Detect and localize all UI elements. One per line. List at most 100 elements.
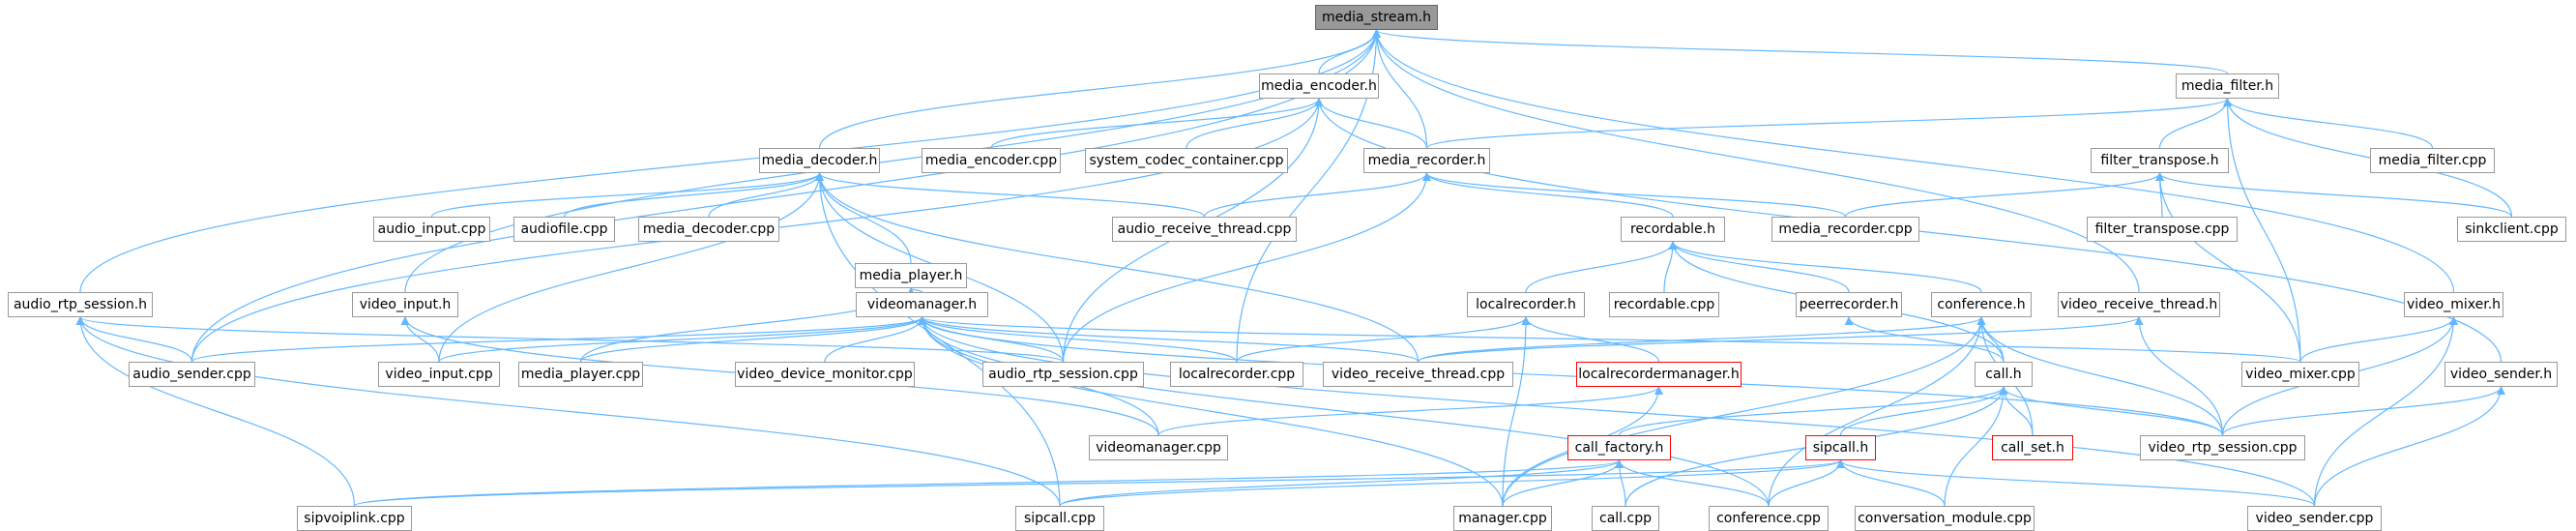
edge-manager-cpp-to-localrecorder-h <box>1502 316 1531 507</box>
node-localrecorder-cpp[interactable]: localrecorder.cpp <box>1170 362 1303 387</box>
node-media-filter-h[interactable]: media_filter.h <box>2176 74 2279 99</box>
edge-recordable-h-to-media-recorder-h <box>1422 172 1674 218</box>
edge-sipcall-h-to-call-h <box>1839 386 2008 436</box>
node-video-sender-cpp[interactable]: video_sender.cpp <box>2247 506 2382 531</box>
edge-video-input-cpp-to-videomanager-h <box>438 316 926 363</box>
node-media-recorder-cpp[interactable]: media_recorder.cpp <box>1771 217 1919 242</box>
node-video-mixer-cpp[interactable]: video_mixer.cpp <box>2241 362 2359 387</box>
node-localrecordermanager-h[interactable]: localrecordermanager.h <box>1576 362 1742 387</box>
edge-video-input-cpp-to-media-decoder-h <box>438 172 824 363</box>
node-call-set-h[interactable]: call_set.h <box>1992 435 2073 460</box>
edge-video-mixer-cpp-to-filter-transpose-h <box>2155 172 2301 363</box>
edge-video-rtp-session-cpp-to-call-h <box>1999 386 2224 436</box>
edge-video-sender-cpp-to-video-sender-h <box>2313 386 2505 507</box>
edge-conference-h-to-recordable-h <box>1668 241 1982 293</box>
node-videomanager-cpp[interactable]: videomanager.cpp <box>1089 435 1228 460</box>
edge-sipcall-cpp-to-call-factory-h <box>1059 459 1624 507</box>
edge-audio-receive-thread-cpp-to-media-recorder-h <box>1203 172 1431 218</box>
node-audiofile-cpp[interactable]: audiofile.cpp <box>513 217 615 242</box>
node-video-rtp-session-cpp[interactable]: video_rtp_session.cpp <box>2140 435 2305 460</box>
edge-audio-receive-thread-cpp-to-media-decoder-h <box>815 172 1206 218</box>
edge-conference-cpp-to-conference-h <box>1768 316 1986 507</box>
edge-media-encoder-cpp-to-media-encoder-h <box>990 98 1324 149</box>
node-conference-cpp[interactable]: conference.cpp <box>1709 506 1829 531</box>
edge-media-recorder-h-to-media-stream-h <box>1372 29 1428 149</box>
node-audio-sender-cpp[interactable]: audio_sender.cpp <box>129 362 255 387</box>
edge-conference-cpp-to-sipcall-h <box>1768 459 1845 507</box>
edge-video-rtp-session-cpp-to-video-sender-h <box>2221 386 2505 436</box>
edge-conference-cpp-to-call-factory-h <box>1615 459 1770 507</box>
node-localrecorder-h[interactable]: localrecorder.h <box>1467 292 1585 317</box>
edge-video-sender-cpp-to-video-mixer-h <box>2313 316 2458 507</box>
edge-localrecorder-h-to-recordable-h <box>1525 241 1678 293</box>
edge-call-factory-h-to-call-h <box>1618 386 2008 436</box>
edge-video-receive-thread-h-to-media-stream-h <box>1372 29 2140 293</box>
edge-video-mixer-h-to-media-stream-h <box>1372 29 2455 293</box>
node-call-h[interactable]: call.h <box>1975 362 2033 387</box>
node-video-receive-thread-cpp[interactable]: video_receive_thread.cpp <box>1323 362 1513 387</box>
node-video-mixer-h[interactable]: video_mixer.h <box>2404 292 2503 317</box>
edge-media-player-h-to-media-decoder-h <box>815 172 912 264</box>
node-media-player-cpp[interactable]: media_player.cpp <box>518 362 643 387</box>
edge-sinkclient-cpp-to-media-filter-h <box>2223 98 2513 218</box>
edge-video-receive-thread-cpp-to-conference-h <box>1417 316 1986 363</box>
node-media-encoder-h[interactable]: media_encoder.h <box>1259 74 1379 99</box>
node-sipcall-h[interactable]: sipcall.h <box>1805 435 1876 460</box>
edge-audio-rtp-session-cpp-to-media-recorder-h <box>1062 172 1431 363</box>
node-media-recorder-h[interactable]: media_recorder.h <box>1363 148 1490 173</box>
node-conversation-module-cpp[interactable]: conversation_module.cpp <box>1855 506 2034 531</box>
edge-videomanager-cpp-to-localrecordermanager-h <box>1157 386 1663 436</box>
edge-sipcall-cpp-to-sipcall-h <box>1059 459 1845 507</box>
node-video-device-monitor-cpp[interactable]: video_device_monitor.cpp <box>735 362 915 387</box>
edge-sipvoiplink-cpp-to-sipcall-h <box>353 459 1845 507</box>
node-video-input-cpp[interactable]: video_input.cpp <box>378 362 500 387</box>
edge-media-recorder-cpp-to-media-recorder-h <box>1422 172 1847 218</box>
node-media-filter-cpp[interactable]: media_filter.cpp <box>2370 148 2495 173</box>
edge-peerrecorder-h-to-recordable-h <box>1668 241 1850 293</box>
node-filter-transpose-h[interactable]: filter_transpose.h <box>2091 148 2229 173</box>
node-call-factory-h[interactable]: call_factory.h <box>1567 435 1671 460</box>
node-sipcall-cpp[interactable]: sipcall.cpp <box>1015 506 1104 531</box>
node-audio-rtp-session-cpp[interactable]: audio_rtp_session.cpp <box>982 362 1144 387</box>
node-video-receive-thread-h[interactable]: video_receive_thread.h <box>2058 292 2220 317</box>
node-media-decoder-cpp[interactable]: media_decoder.cpp <box>638 217 779 242</box>
edge-video-rtp-session-cpp-to-video-receive-thread-h <box>2134 316 2224 436</box>
node-system-codec-container-cpp[interactable]: system_codec_container.cpp <box>1085 148 1288 173</box>
edge-media-decoder-cpp-to-media-decoder-h <box>708 172 824 218</box>
edge-call-h-to-peerrecorder-h <box>1844 316 2005 363</box>
node-sinkclient-cpp[interactable]: sinkclient.cpp <box>2457 217 2566 242</box>
edge-media-filter-h-to-media-stream-h <box>1372 29 2229 74</box>
node-media-decoder-h[interactable]: media_decoder.h <box>759 148 880 173</box>
node-manager-cpp[interactable]: manager.cpp <box>1453 506 1552 531</box>
node-videomanager-h[interactable]: videomanager.h <box>856 292 988 317</box>
node-audio-input-cpp[interactable]: audio_input.cpp <box>373 217 490 242</box>
node-sipvoiplink-cpp[interactable]: sipvoiplink.cpp <box>297 506 412 531</box>
edge-audio-sender-cpp-to-videomanager-h <box>190 316 926 363</box>
node-media-player-h[interactable]: media_player.h <box>855 263 967 288</box>
node-call-cpp[interactable]: call.cpp <box>1592 506 1659 531</box>
node-audio-rtp-session-h[interactable]: audio_rtp_session.h <box>8 292 153 317</box>
edge-conversation-module-cpp-to-call-h <box>1944 386 2008 507</box>
edge-sipcall-cpp-to-audio-rtp-session-h <box>75 316 1061 507</box>
edge-media-recorder-h-to-media-encoder-h <box>1314 98 1428 149</box>
node-media-stream-h[interactable]: media_stream.h <box>1315 5 1438 30</box>
node-recordable-cpp[interactable]: recordable.cpp <box>1609 292 1719 317</box>
edge-video-receive-thread-cpp-to-videomanager-h <box>918 316 1420 363</box>
node-conference-h[interactable]: conference.h <box>1931 292 2032 317</box>
edge-audiofile-cpp-to-media-decoder-h <box>563 172 824 218</box>
edge-conference-cpp-to-videomanager-h <box>918 316 1770 507</box>
edge-video-sender-cpp-to-sipcall-h <box>1836 459 2316 507</box>
node-audio-receive-thread-cpp[interactable]: audio_receive_thread.cpp <box>1112 217 1297 242</box>
edge-sipvoiplink-cpp-to-call-factory-h <box>353 459 1624 507</box>
node-media-encoder-cpp[interactable]: media_encoder.cpp <box>922 148 1061 173</box>
node-recordable-h[interactable]: recordable.h <box>1621 217 1725 242</box>
edge-manager-cpp-to-videomanager-h <box>918 316 1504 507</box>
node-filter-transpose-cpp[interactable]: filter_transpose.cpp <box>2087 217 2238 242</box>
edge-video-mixer-cpp-to-media-filter-h <box>2223 98 2301 363</box>
node-peerrecorder-h[interactable]: peerrecorder.h <box>1796 292 1902 317</box>
node-video-input-h[interactable]: video_input.h <box>352 292 458 317</box>
edge-sipvoiplink-cpp-to-audio-rtp-session-h <box>75 316 356 507</box>
node-video-sender-h[interactable]: video_sender.h <box>2444 362 2558 387</box>
edge-sinkclient-cpp-to-filter-transpose-h <box>2155 172 2513 218</box>
